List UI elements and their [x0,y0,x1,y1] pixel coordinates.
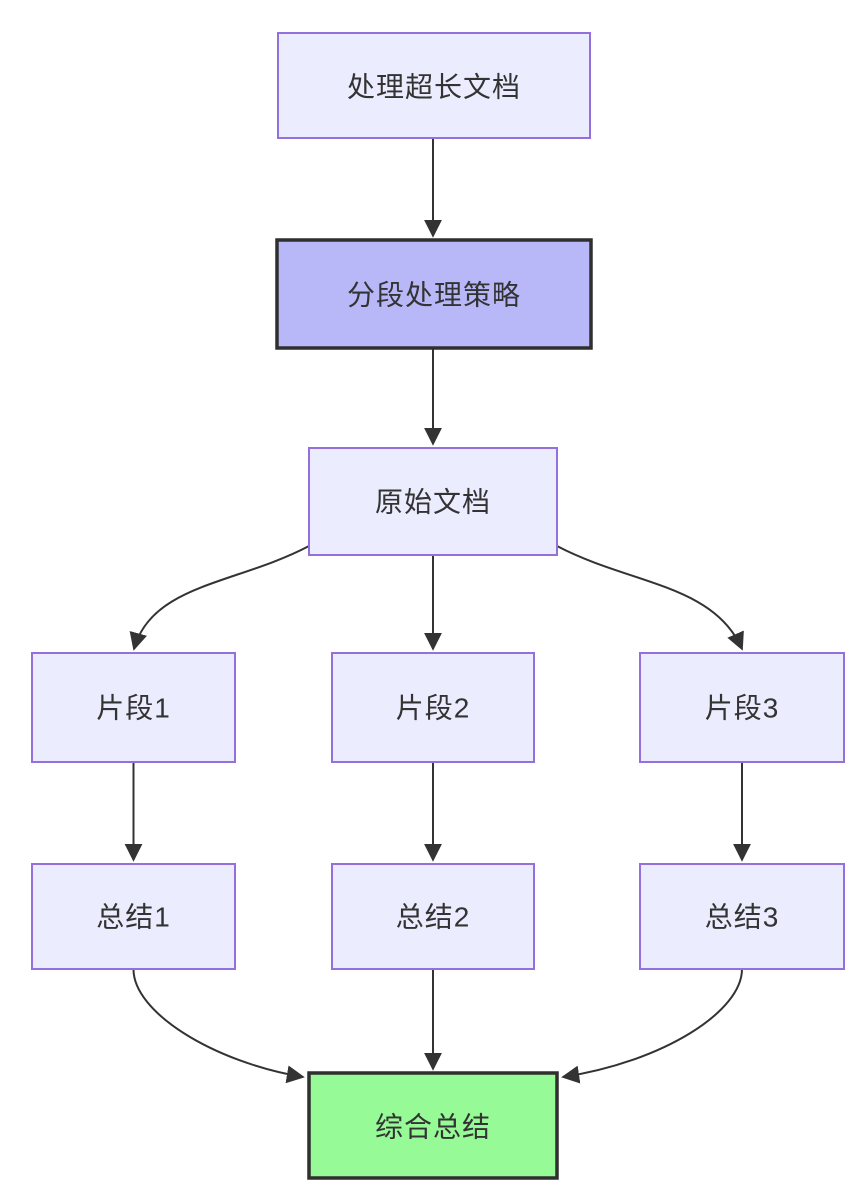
node-fragment-2-label: 片段2 [396,693,471,724]
node-segment-strategy-box [275,238,593,350]
node-fragment-2-box [331,652,535,763]
edge-summary-1-to-final [132,968,305,1084]
node-summary-1-box [31,863,236,970]
node-summary-3-label: 总结3 [705,902,780,933]
node-fragment-3-box [639,652,845,763]
node-segment-strategy: 分段处理策略 [275,238,593,350]
node-fragment-2: 片段2 [331,652,535,763]
node-source-doc-box [308,447,558,556]
node-segment-strategy-label: 分段处理策略 [347,280,521,311]
node-summary-2-label: 总结2 [396,902,471,933]
node-fragment-3: 片段3 [639,652,845,763]
node-summary-3: 总结3 [639,863,845,970]
node-summary-1: 总结1 [31,863,236,970]
node-fragment-1-box [31,652,236,763]
node-final-summary: 综合总结 [307,1071,559,1180]
node-process-long-doc: 处理超长文档 [277,32,591,139]
node-final-summary-box [307,1071,559,1180]
node-summary-2-box [331,863,535,970]
edge-source-to-fragment-3 [556,545,744,651]
node-source-doc: 原始文档 [308,447,558,556]
edge-source-to-fragment-1 [129,545,310,651]
node-process-long-doc-label: 处理超长文档 [347,72,521,103]
edge-summary-3-to-final [561,968,743,1084]
node-summary-3-box [639,863,845,970]
node-fragment-3-label: 片段3 [705,693,780,724]
node-process-long-doc-box [277,32,591,139]
node-summary-1-label: 总结1 [96,902,171,933]
node-final-summary-label: 综合总结 [375,1112,491,1143]
node-summary-2: 总结2 [331,863,535,970]
node-fragment-1: 片段1 [31,652,236,763]
node-source-doc-label: 原始文档 [375,487,491,518]
node-fragment-1-label: 片段1 [96,693,171,724]
